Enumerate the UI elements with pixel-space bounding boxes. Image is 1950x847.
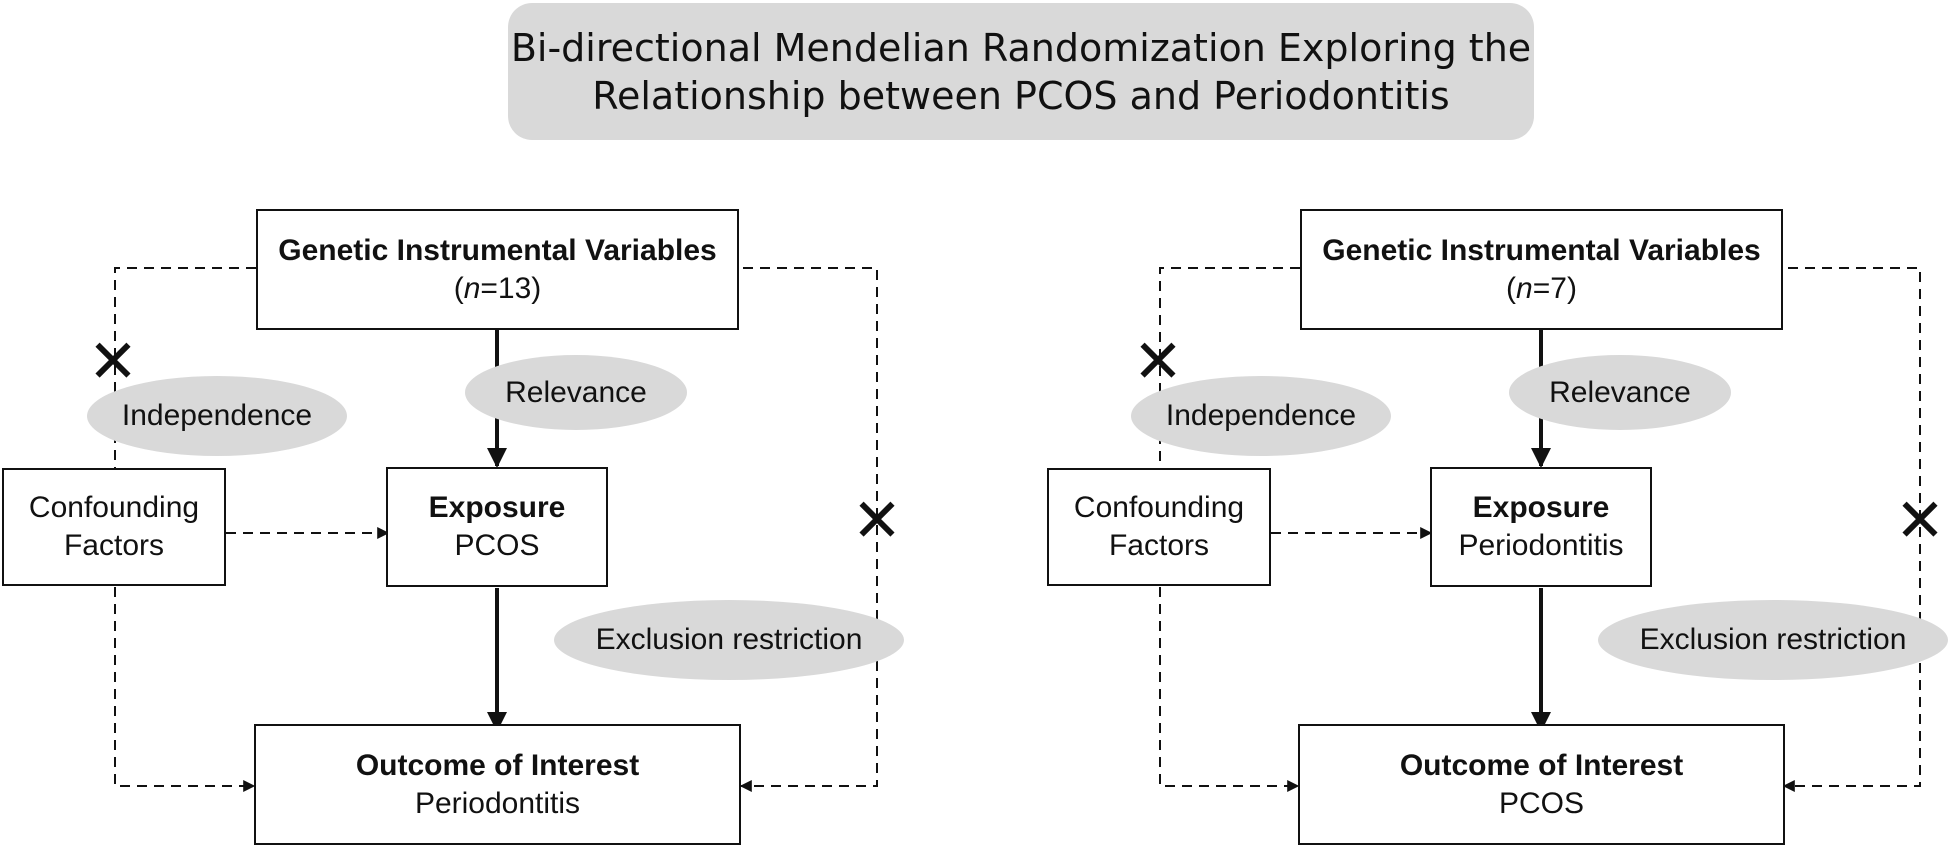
cross-icon: ✕ — [1132, 327, 1184, 397]
independence-oval: Independence — [87, 376, 347, 456]
exclusion-oval: Exclusion restriction — [1598, 600, 1948, 680]
confounders-box: Confounding Factors — [1047, 468, 1271, 586]
outcome-value: Periodontitis — [414, 786, 581, 820]
confounders-line-2: Factors — [63, 529, 165, 562]
outcome-box: Outcome of Interest PCOS — [1298, 724, 1785, 845]
exposure-label: Exposure — [428, 491, 566, 524]
instrument-box: Genetic Instrumental Variables (n=13) — [256, 209, 739, 330]
relevance-oval: Relevance — [1509, 355, 1731, 430]
relevance-label: Relevance — [1549, 375, 1691, 409]
title-line-2: Relationship between PCOS and Periodonti… — [592, 73, 1450, 118]
confounders-box: Confounding Factors — [2, 468, 226, 586]
exclusion-path — [726, 267, 878, 792]
outcome-box: Outcome of Interest Periodontitis — [254, 724, 741, 845]
confounder-to-outcome-arrow — [1159, 587, 1300, 792]
independence-label: Independence — [1165, 399, 1357, 432]
instrument-label: Genetic Instrumental Variables — [1322, 233, 1761, 267]
confounders-line-1: Confounding — [28, 491, 200, 524]
instrument-count: (n=13) — [453, 271, 542, 305]
instrument-count: (n=7) — [1506, 271, 1577, 305]
exclusion-path — [1771, 267, 1921, 792]
exposure-label: Exposure — [1472, 491, 1610, 524]
confounder-to-outcome-arrow — [114, 587, 256, 792]
cross-icon: ✕ — [1894, 486, 1946, 556]
instrument-box: Genetic Instrumental Variables (n=7) — [1300, 209, 1783, 330]
relevance-oval: Relevance — [465, 355, 687, 430]
instrument-label: Genetic Instrumental Variables — [278, 233, 717, 267]
exposure-box: Exposure Periodontitis — [1430, 467, 1652, 587]
cross-icon: ✕ — [87, 327, 139, 397]
title-line-1: Bi-directional Mendelian Randomization E… — [510, 25, 1532, 70]
outcome-value: PCOS — [1498, 786, 1585, 820]
outcome-label: Outcome of Interest — [355, 748, 640, 782]
exposure-box: Exposure PCOS — [386, 467, 608, 587]
exposure-value: PCOS — [454, 529, 540, 562]
outcome-label: Outcome of Interest — [1399, 748, 1684, 782]
exclusion-oval: Exclusion restriction — [554, 600, 904, 680]
independence-label: Independence — [121, 399, 313, 432]
diagram-title: Bi-directional Mendelian Randomization E… — [508, 3, 1534, 140]
cross-icon: ✕ — [851, 486, 903, 556]
exposure-value: Periodontitis — [1458, 529, 1624, 562]
exclusion-label: Exclusion restriction — [1639, 623, 1907, 656]
relevance-label: Relevance — [505, 375, 647, 409]
confounders-line-2: Factors — [1108, 529, 1210, 562]
independence-oval: Independence — [1131, 376, 1391, 456]
confounders-line-1: Confounding — [1073, 491, 1245, 524]
exclusion-label: Exclusion restriction — [595, 623, 863, 656]
